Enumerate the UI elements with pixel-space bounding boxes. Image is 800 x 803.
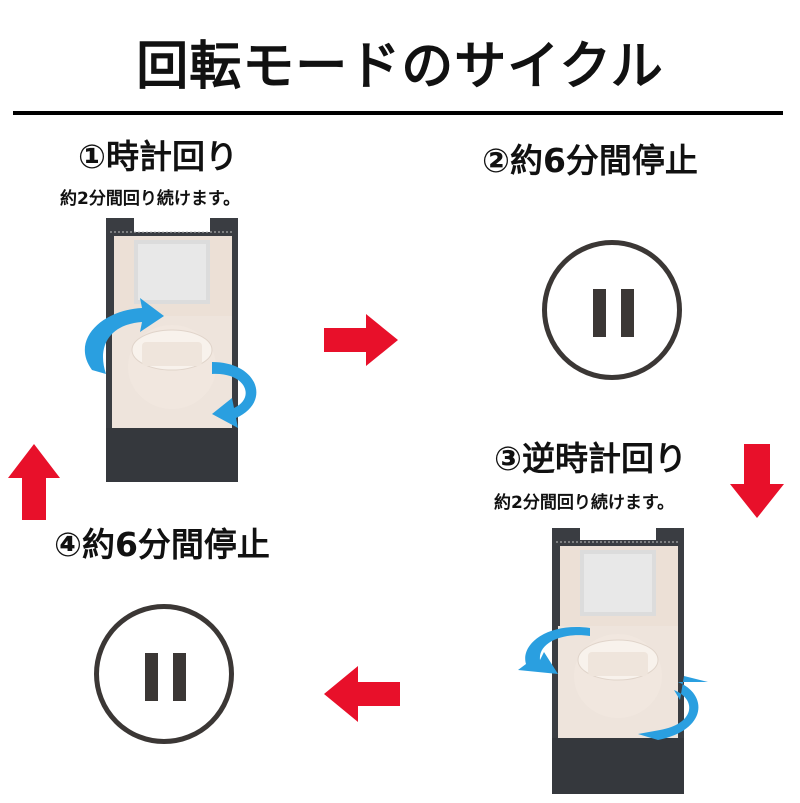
arrow-right-icon — [324, 314, 400, 366]
arrow-up-icon — [8, 444, 60, 520]
pause-icon — [542, 240, 682, 380]
step-1-title: ①時計回り — [78, 137, 238, 176]
arrow-left-icon — [324, 666, 400, 722]
pause-bar-right — [621, 289, 634, 337]
step-1-subtitle: 約2分間回り続けます。 — [60, 189, 241, 209]
step-4-title: ④約6分間停止 — [54, 525, 270, 564]
step-2-title: ②約6分間停止 — [482, 141, 698, 180]
pause-bar-left — [593, 289, 606, 337]
step-3-title: ③逆時計回り — [494, 439, 687, 478]
title-divider — [13, 111, 783, 115]
pause-bar-left — [145, 653, 158, 701]
page-title: 回転モードのサイクル — [136, 37, 664, 97]
pause-bar-right — [173, 653, 186, 701]
arrow-down-icon — [730, 444, 784, 518]
watch-winder-counterclockwise-icon — [508, 524, 718, 799]
pause-icon — [94, 604, 234, 744]
step-3-subtitle: 約2分間回り続けます。 — [494, 493, 675, 513]
watch-winder-clockwise-icon — [62, 212, 272, 487]
